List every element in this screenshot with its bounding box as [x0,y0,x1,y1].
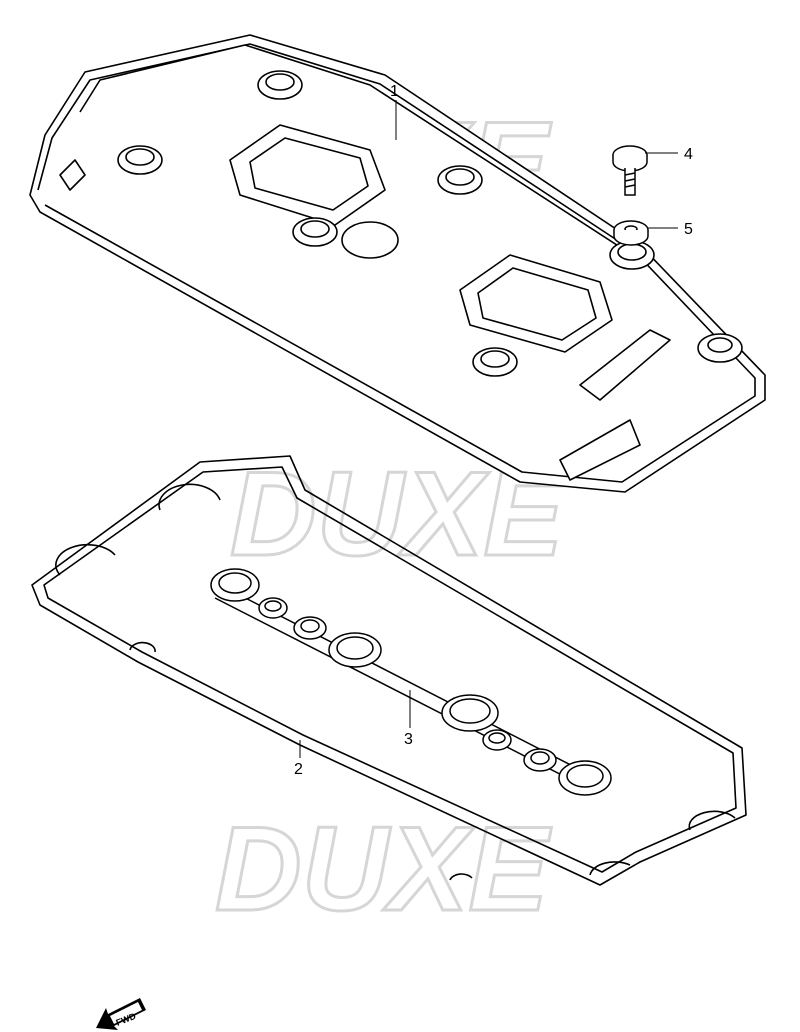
plug-hole-gasket[interactable] [210,568,612,796]
callout-1: 1 [390,83,399,100]
callout-4: 4 [684,146,693,163]
fwd-arrow-icon: FWD [96,998,146,1030]
leader-lines [299,100,678,758]
washer[interactable] [613,220,649,246]
callout-5: 5 [684,221,693,238]
head-cover-gasket[interactable] [31,455,747,886]
bolt[interactable] [612,145,648,196]
watermark: DUXE [215,802,552,936]
callout-3: 3 [404,731,413,748]
callout-2: 2 [294,761,303,778]
cylinder-head-cover[interactable] [29,34,766,493]
